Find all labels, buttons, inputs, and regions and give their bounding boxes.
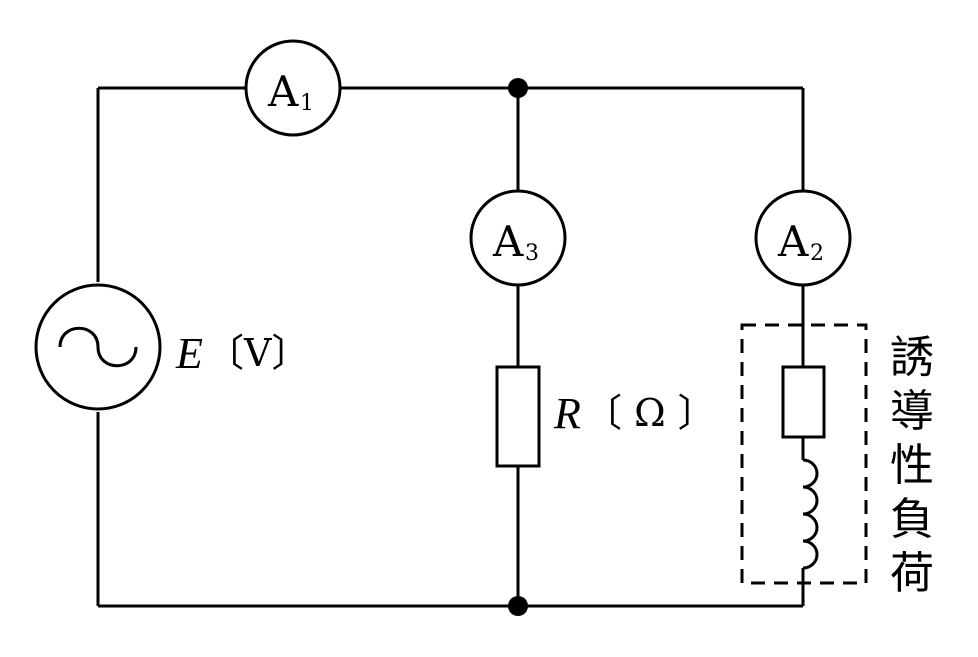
resistor-unit: 〔 Ω 〕 — [584, 391, 716, 435]
ammeter-a1: A 1 — [244, 39, 342, 137]
ammeter-a2-letter: A — [777, 217, 809, 266]
source-symbol: E — [175, 329, 203, 378]
resistor-symbol: R — [553, 389, 581, 438]
ammeter-a3-letter: A — [492, 217, 524, 266]
ammeter-a2-circle — [754, 189, 852, 287]
wires — [96, 86, 805, 608]
ammeter-a1-circle — [244, 39, 342, 137]
load-label-char-4: 負 — [890, 494, 934, 545]
load-resistor — [781, 365, 826, 439]
load-dashed-box — [740, 323, 868, 585]
ammeter-a3-circle — [469, 189, 567, 287]
ammeter-a3: A 3 — [469, 189, 567, 287]
junction-bottom — [508, 596, 528, 616]
inductive-load — [740, 323, 868, 585]
load-label-char-2: 導 — [890, 386, 934, 437]
ac-source — [34, 283, 162, 411]
ammeter-a1-letter: A — [267, 67, 299, 116]
ammeter-a2: A 2 — [754, 189, 852, 287]
ammeter-a1-subscript: 1 — [300, 91, 314, 116]
sine-wave-icon — [58, 326, 138, 368]
resistor-r — [495, 365, 541, 468]
load-label-char-5: 荷 — [890, 548, 934, 599]
source-unit: 〔V〕 — [206, 331, 309, 375]
ammeter-a2-subscript: 2 — [810, 241, 824, 266]
junction-top — [508, 78, 528, 98]
load-label-char-1: 誘 — [890, 332, 934, 383]
ammeter-a3-subscript: 3 — [525, 241, 539, 266]
load-label-char-3: 性 — [890, 440, 934, 491]
inductor-coil — [802, 458, 819, 570]
load-label: 誘 導 性 負 荷 — [890, 332, 934, 599]
